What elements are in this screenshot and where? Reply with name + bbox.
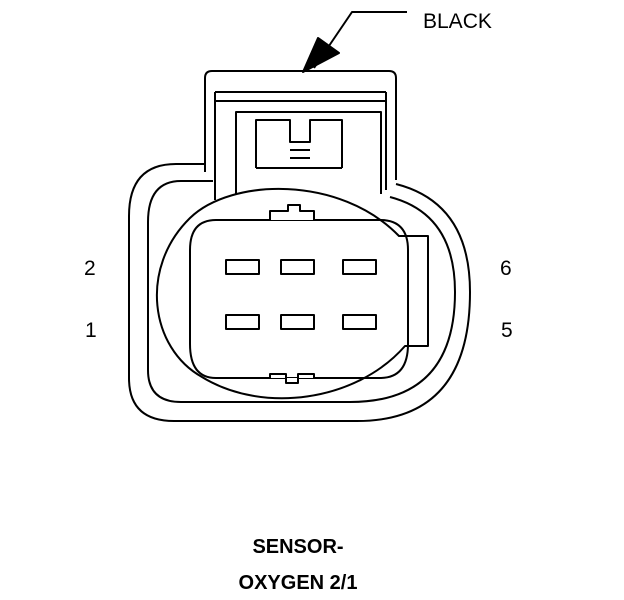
cavity-6 — [342, 259, 377, 275]
pin-label-6: 6 — [500, 257, 512, 280]
wire-color-label: BLACK — [423, 10, 492, 33]
caption-component-name: SENSOR- — [252, 536, 344, 558]
connector-body — [128, 163, 471, 422]
caption-component-id: OXYGEN 2/1 — [238, 572, 358, 594]
leader-arrow — [302, 11, 407, 73]
cavity-4 — [280, 259, 315, 275]
polarization-keys — [269, 204, 315, 384]
cavity-5 — [342, 314, 377, 330]
pin-label-2: 2 — [84, 257, 96, 280]
cavity-1 — [225, 314, 260, 330]
terminal-cavities — [225, 259, 377, 330]
locking-tab — [204, 70, 397, 200]
pin-label-1: 1 — [85, 319, 97, 342]
cavity-3 — [280, 314, 315, 330]
mating-face — [155, 188, 429, 400]
cavity-2 — [225, 259, 260, 275]
pin-label-5: 5 — [501, 319, 513, 342]
